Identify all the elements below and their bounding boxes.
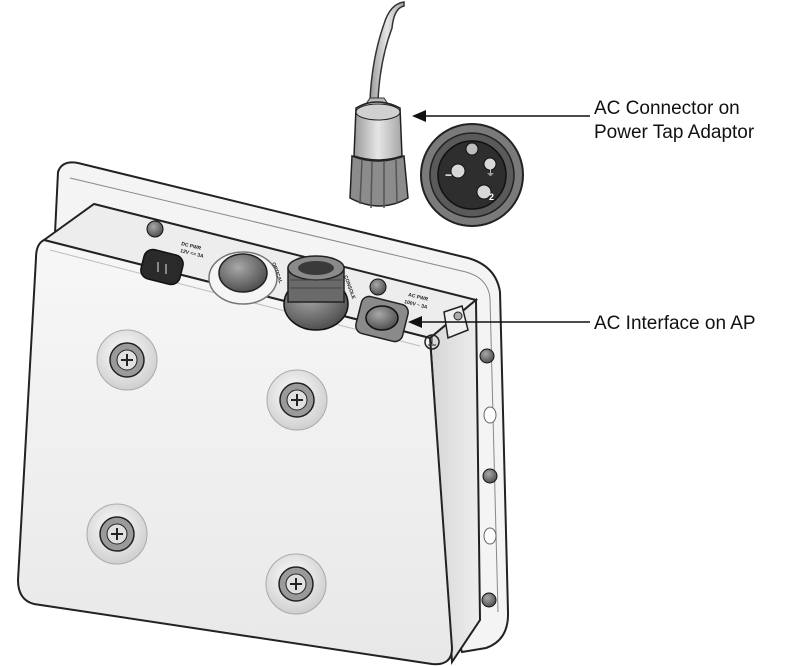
optical-port [208, 251, 278, 305]
console-port [283, 255, 349, 331]
ac-interface-callout-line1: AC Interface on AP [594, 313, 756, 334]
power-tap-cable [365, 1, 405, 105]
ac-connector-plug [349, 101, 409, 209]
ac-connector-callout: AC Connector on Power Tap Adaptor [594, 97, 754, 145]
pin-2-label: 2 [489, 192, 494, 202]
ac-connector-face: − ⏚ 2 [420, 123, 524, 227]
mounting-bolt [266, 369, 328, 431]
ac-interface-leader [408, 316, 590, 328]
dc-power-label-1: DC PWR [181, 241, 203, 252]
mounting-bolt [86, 503, 148, 565]
ac-connector-callout-line2: Power Tap Adaptor [594, 122, 755, 143]
mounting-bolt [265, 553, 327, 615]
ac-interface-port [355, 295, 409, 343]
pin-line-label: − [445, 168, 452, 182]
ac-connector-callout-line1: AC Connector on [594, 98, 740, 119]
ac-power-label-1: AC PWR [408, 292, 430, 303]
pin-ground-label: ⏚ [486, 168, 495, 179]
mounting-bolts [86, 329, 328, 615]
dc-power-port [140, 248, 184, 286]
ac-interface-callout: AC Interface on AP [594, 312, 756, 336]
dc-power-label-2: 12V == 3A [180, 248, 205, 260]
ac-connector-leader [412, 110, 590, 122]
flange-screws [146, 220, 498, 608]
mounting-bolt [96, 329, 158, 391]
ac-power-label-2: 100V ~ 3A [404, 299, 429, 311]
